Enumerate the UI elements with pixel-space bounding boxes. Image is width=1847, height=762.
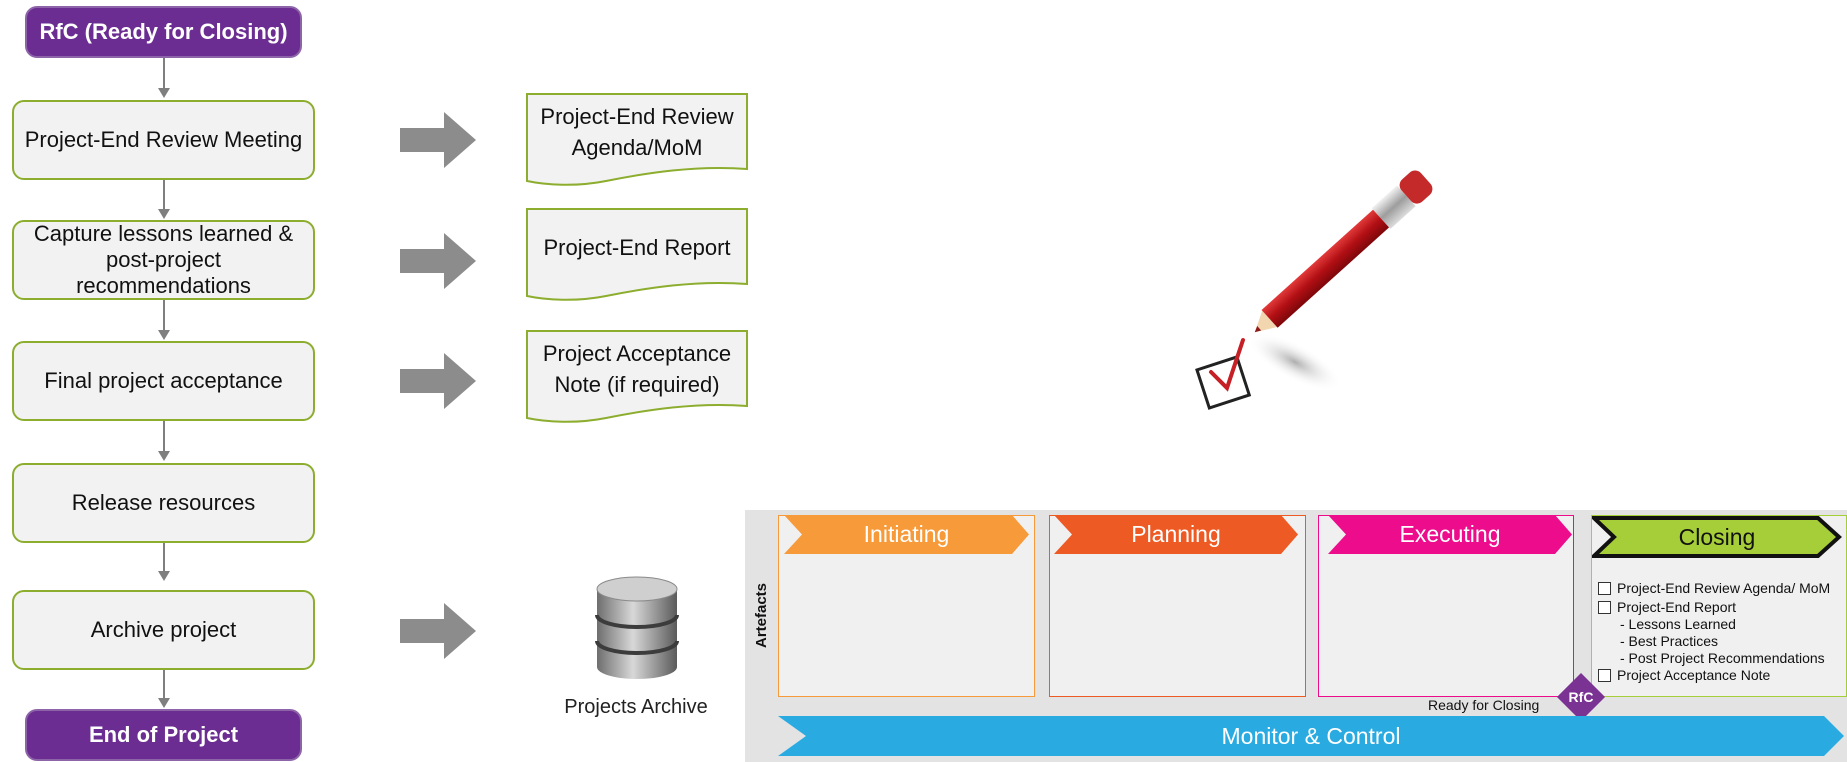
doc-label: Project Acceptance Note (if required) [542,341,732,397]
right-arrow-icon [400,353,476,409]
step-project-end-review: Project-End Review Meeting [12,100,315,180]
start-terminal: RfC (Ready for Closing) [25,6,302,58]
connector-head [158,698,170,708]
right-arrow-icon [400,112,476,168]
list-subitem: - Best Practices [1620,633,1719,649]
archive-label: Projects Archive [564,696,708,718]
connector [163,670,165,698]
list-item-label: Project-End Review Agenda/ MoM [1617,580,1831,596]
rfc-diamond: RfC [1556,672,1606,722]
list-item-label: Project-End Report [1617,599,1737,615]
closing-artefact-list: Project-End Review Agenda/ MoM Project-E… [1598,580,1847,684]
step-release-resources: Release resources [12,463,315,543]
doc-review-agenda: Project-End Review Agenda/MoM [526,93,748,187]
pencil-checkmark-icon [1195,170,1433,410]
phase-label: Initiating [863,521,950,547]
connector-head [158,330,170,340]
artefacts-label: Artefacts [742,560,782,670]
checkbox[interactable] [1598,669,1611,682]
step-capture-lessons: Capture lessons learned & post-project r… [12,220,315,300]
step-label: Project-End Review Meeting [24,127,303,152]
step-label: Final project acceptance [44,368,283,393]
list-item-label: Project Acceptance Note [1617,667,1771,683]
ready-for-closing-label: Ready for Closing [1428,697,1540,713]
step-archive-project: Archive project [12,590,315,670]
connector-head [158,451,170,461]
connector [163,180,165,209]
right-arrow-icon [400,603,476,659]
step-label: Archive project [90,617,237,642]
connector-head [158,571,170,581]
right-arrow-icon [400,233,476,289]
end-terminal: End of Project [25,709,302,761]
phase-label: Closing [1678,523,1756,550]
step-label: Capture lessons learned & post-project r… [33,221,294,298]
connector [163,300,165,330]
connector [163,543,165,571]
step-label: Release resources [71,490,256,515]
phase-label: Planning [1131,521,1221,547]
connector-head [158,88,170,98]
doc-project-end-report: Project-End Report [526,208,748,302]
connector-head [158,209,170,219]
phase-label: Executing [1399,521,1501,547]
phase-planning: Planning [1054,515,1298,554]
monitor-control-label: Monitor & Control [1221,722,1401,749]
phase-initiating: Initiating [784,515,1029,554]
database-icon [595,576,679,679]
phase-closing: Closing [1592,516,1842,558]
checkbox[interactable] [1598,582,1611,595]
step-final-acceptance: Final project acceptance [12,341,315,421]
connector [163,421,165,451]
doc-acceptance-note: Project Acceptance Note (if required) [526,330,748,424]
list-subitem: - Lessons Learned [1620,616,1736,632]
doc-label: Project-End Review Agenda/MoM [540,104,734,160]
monitor-control-bar: Monitor & Control [778,716,1844,756]
list-item: Project Acceptance Note [1598,667,1847,684]
list-subitem: - Post Project Recommendations [1620,650,1825,666]
phase-executing: Executing [1328,515,1572,554]
end-label: End of Project [88,722,239,747]
doc-label: Project-End Report [543,234,731,260]
connector [163,58,165,88]
artefacts-label-text: Artefacts [753,582,771,648]
start-label: RfC (Ready for Closing) [39,19,288,44]
list-item: Project-End Report [1598,599,1847,616]
checkbox[interactable] [1598,601,1611,614]
list-item: Project-End Review Agenda/ MoM [1598,580,1847,597]
rfc-badge-label: RfC [1568,689,1594,705]
